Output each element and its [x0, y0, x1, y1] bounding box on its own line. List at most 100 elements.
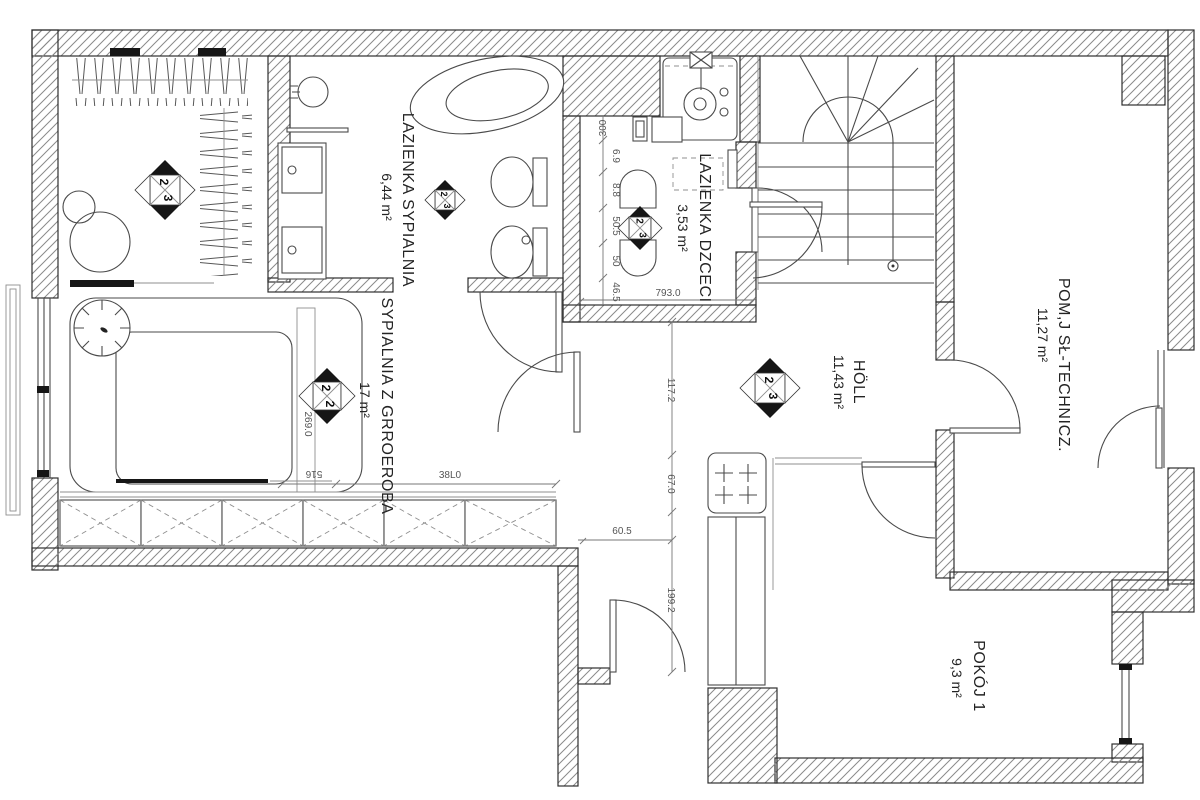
walk-in-closet: [62, 48, 252, 276]
stairs-door: [749, 201, 823, 279]
svg-text:2: 2: [323, 401, 337, 408]
room-area-hall: 11,43 m²: [831, 355, 847, 410]
svg-text:3: 3: [766, 393, 780, 400]
dim-kids-c2: 8.8: [610, 183, 621, 197]
bedroom-furniture: [59, 280, 557, 547]
dim-corridor: 793.0: [655, 288, 680, 299]
dim-hall-v3: 199.2: [665, 587, 676, 612]
wall-bath-bottom-left: [267, 277, 394, 293]
plant-icon: [73, 299, 131, 357]
closet-rail-block-1: [110, 48, 140, 56]
svg-text:2: 2: [439, 191, 449, 196]
dimensions: 793.0 117.2 67.0 199.2 60.5 269.0 516 38…: [277, 116, 757, 677]
room-area-bedroom: 17 m²: [357, 382, 373, 418]
dim-hall-h: 60.5: [612, 526, 632, 537]
wall-top-thick-extension: [562, 55, 661, 117]
shower-area-dashed: [672, 157, 724, 191]
wall-tech-left-mid: [935, 301, 955, 361]
room-labels: LAZIENKA SYPIALNIA 6,44 m² LAZIENKA DZCE…: [357, 113, 1072, 712]
kids-bath-door: [751, 187, 823, 253]
wall-kidsbath-right-lower: [735, 251, 757, 306]
hall-fixtures: [707, 452, 767, 686]
wall-kidsbath-right-upper: [735, 141, 757, 189]
svg-text:3: 3: [637, 232, 648, 238]
room-area-room1: 9,3 m²: [949, 658, 965, 698]
toilet-icon: [490, 156, 548, 208]
dim-bedroom-h2: 38L0: [439, 470, 462, 481]
staircase: [749, 55, 935, 290]
room-area-bathroom-master: 6,44 m²: [379, 173, 395, 221]
wall-tech-left-lower: [935, 429, 955, 579]
dim-hall-v1: 117.2: [665, 378, 676, 403]
dim-kids-c1: 6.9: [610, 149, 621, 163]
dim-kids-c4: 50: [610, 255, 621, 267]
dim-bedroom-h1: 516: [305, 468, 322, 479]
balcony-door-right: [1097, 405, 1163, 469]
shower-head-icon: [290, 76, 329, 108]
dim-hall-v2: 67.0: [665, 474, 676, 494]
svg-text:2: 2: [634, 218, 645, 224]
room-area-technical: 11,27 m²: [1035, 308, 1051, 363]
svg-text:3: 3: [442, 203, 452, 208]
room-label-bathroom-kids: LAZIENKA DZCECI: [696, 153, 713, 302]
pouf-large-icon: [69, 211, 131, 273]
wall-center-column: [557, 565, 579, 787]
symbol-markers: 2 3 2 3 2 3 2 2: [134, 160, 801, 424]
marker-diamond-closet: 2 3: [134, 160, 196, 220]
bed-icon: [69, 297, 363, 493]
wall-bedroom-bottom: [31, 547, 579, 567]
hanging-clothes-side-icon: [200, 108, 252, 276]
wall-bath-bottom-right: [467, 277, 564, 293]
wall-right-jog: [1111, 579, 1195, 613]
dim-kids-c3: 50.5: [610, 216, 621, 236]
room-label-bathroom-master: LAZIENKA SYPIALNIA: [399, 113, 416, 287]
cabinet-small-icon: [632, 116, 683, 143]
window-room1-right: [1119, 664, 1132, 744]
walls: [31, 29, 1195, 787]
wall-alcove-line: [772, 457, 862, 590]
room-label-bedroom: SYPIALNIA Z GRROEROBA: [378, 297, 395, 514]
lower-hall-door: [609, 599, 686, 673]
stove-icon: [707, 452, 767, 514]
dim-bedroom-v: 269.0: [302, 411, 313, 436]
dim-kids-c5: 46.5: [610, 282, 621, 302]
wall-right-upper: [1167, 29, 1195, 351]
svg-text:2: 2: [157, 179, 171, 186]
svg-text:2: 2: [762, 377, 776, 384]
wall-kidsbath-bottom: [562, 304, 757, 323]
wall-shelf-icon: [727, 149, 738, 189]
dim-kids-top: 300: [598, 119, 609, 136]
marker-diamond-kids: 2 3: [617, 206, 663, 250]
room-label-room1: POKÓJ 1: [970, 640, 989, 712]
wall-room1-right-upper: [1111, 611, 1144, 665]
pouf-small-icon: [62, 190, 96, 224]
double-sink-vanity-icon: [277, 142, 327, 280]
closet-rail-block-2: [198, 48, 226, 56]
svg-text:3: 3: [161, 195, 175, 202]
wall-hall-door-stub: [577, 667, 611, 685]
svg-text:2: 2: [319, 385, 333, 392]
wardrobe-row-icon: [59, 491, 557, 547]
room-label-technical: POM,J SŁ-TECHNICZ.: [1055, 278, 1072, 452]
kids-bathroom: [619, 51, 823, 277]
master-bathroom-fixtures: [277, 55, 565, 280]
wall-kidsbath-left: [562, 115, 581, 323]
window-left: [37, 298, 51, 478]
tech-room-door: [949, 359, 1021, 434]
marker-diamond-hall: 2 3: [739, 358, 801, 418]
bath-to-bedroom-door: [479, 291, 563, 373]
shelf-icon: [286, 127, 349, 133]
room1-door: [861, 461, 936, 539]
marker-diamond-bedroom: 2 2: [298, 368, 356, 424]
wall-stairs-right: [935, 55, 955, 303]
bedroom-entry-door: [497, 351, 581, 433]
wall-right-lower: [1167, 467, 1195, 585]
wall-room1-bottom: [774, 757, 1144, 784]
balcony-rail-left: [5, 284, 21, 516]
kids-sink-icon: [619, 239, 657, 277]
hanging-clothes-top-icon: [72, 58, 248, 106]
radiator-ladder-icon: [707, 516, 766, 686]
bidet-icon: [490, 225, 548, 279]
